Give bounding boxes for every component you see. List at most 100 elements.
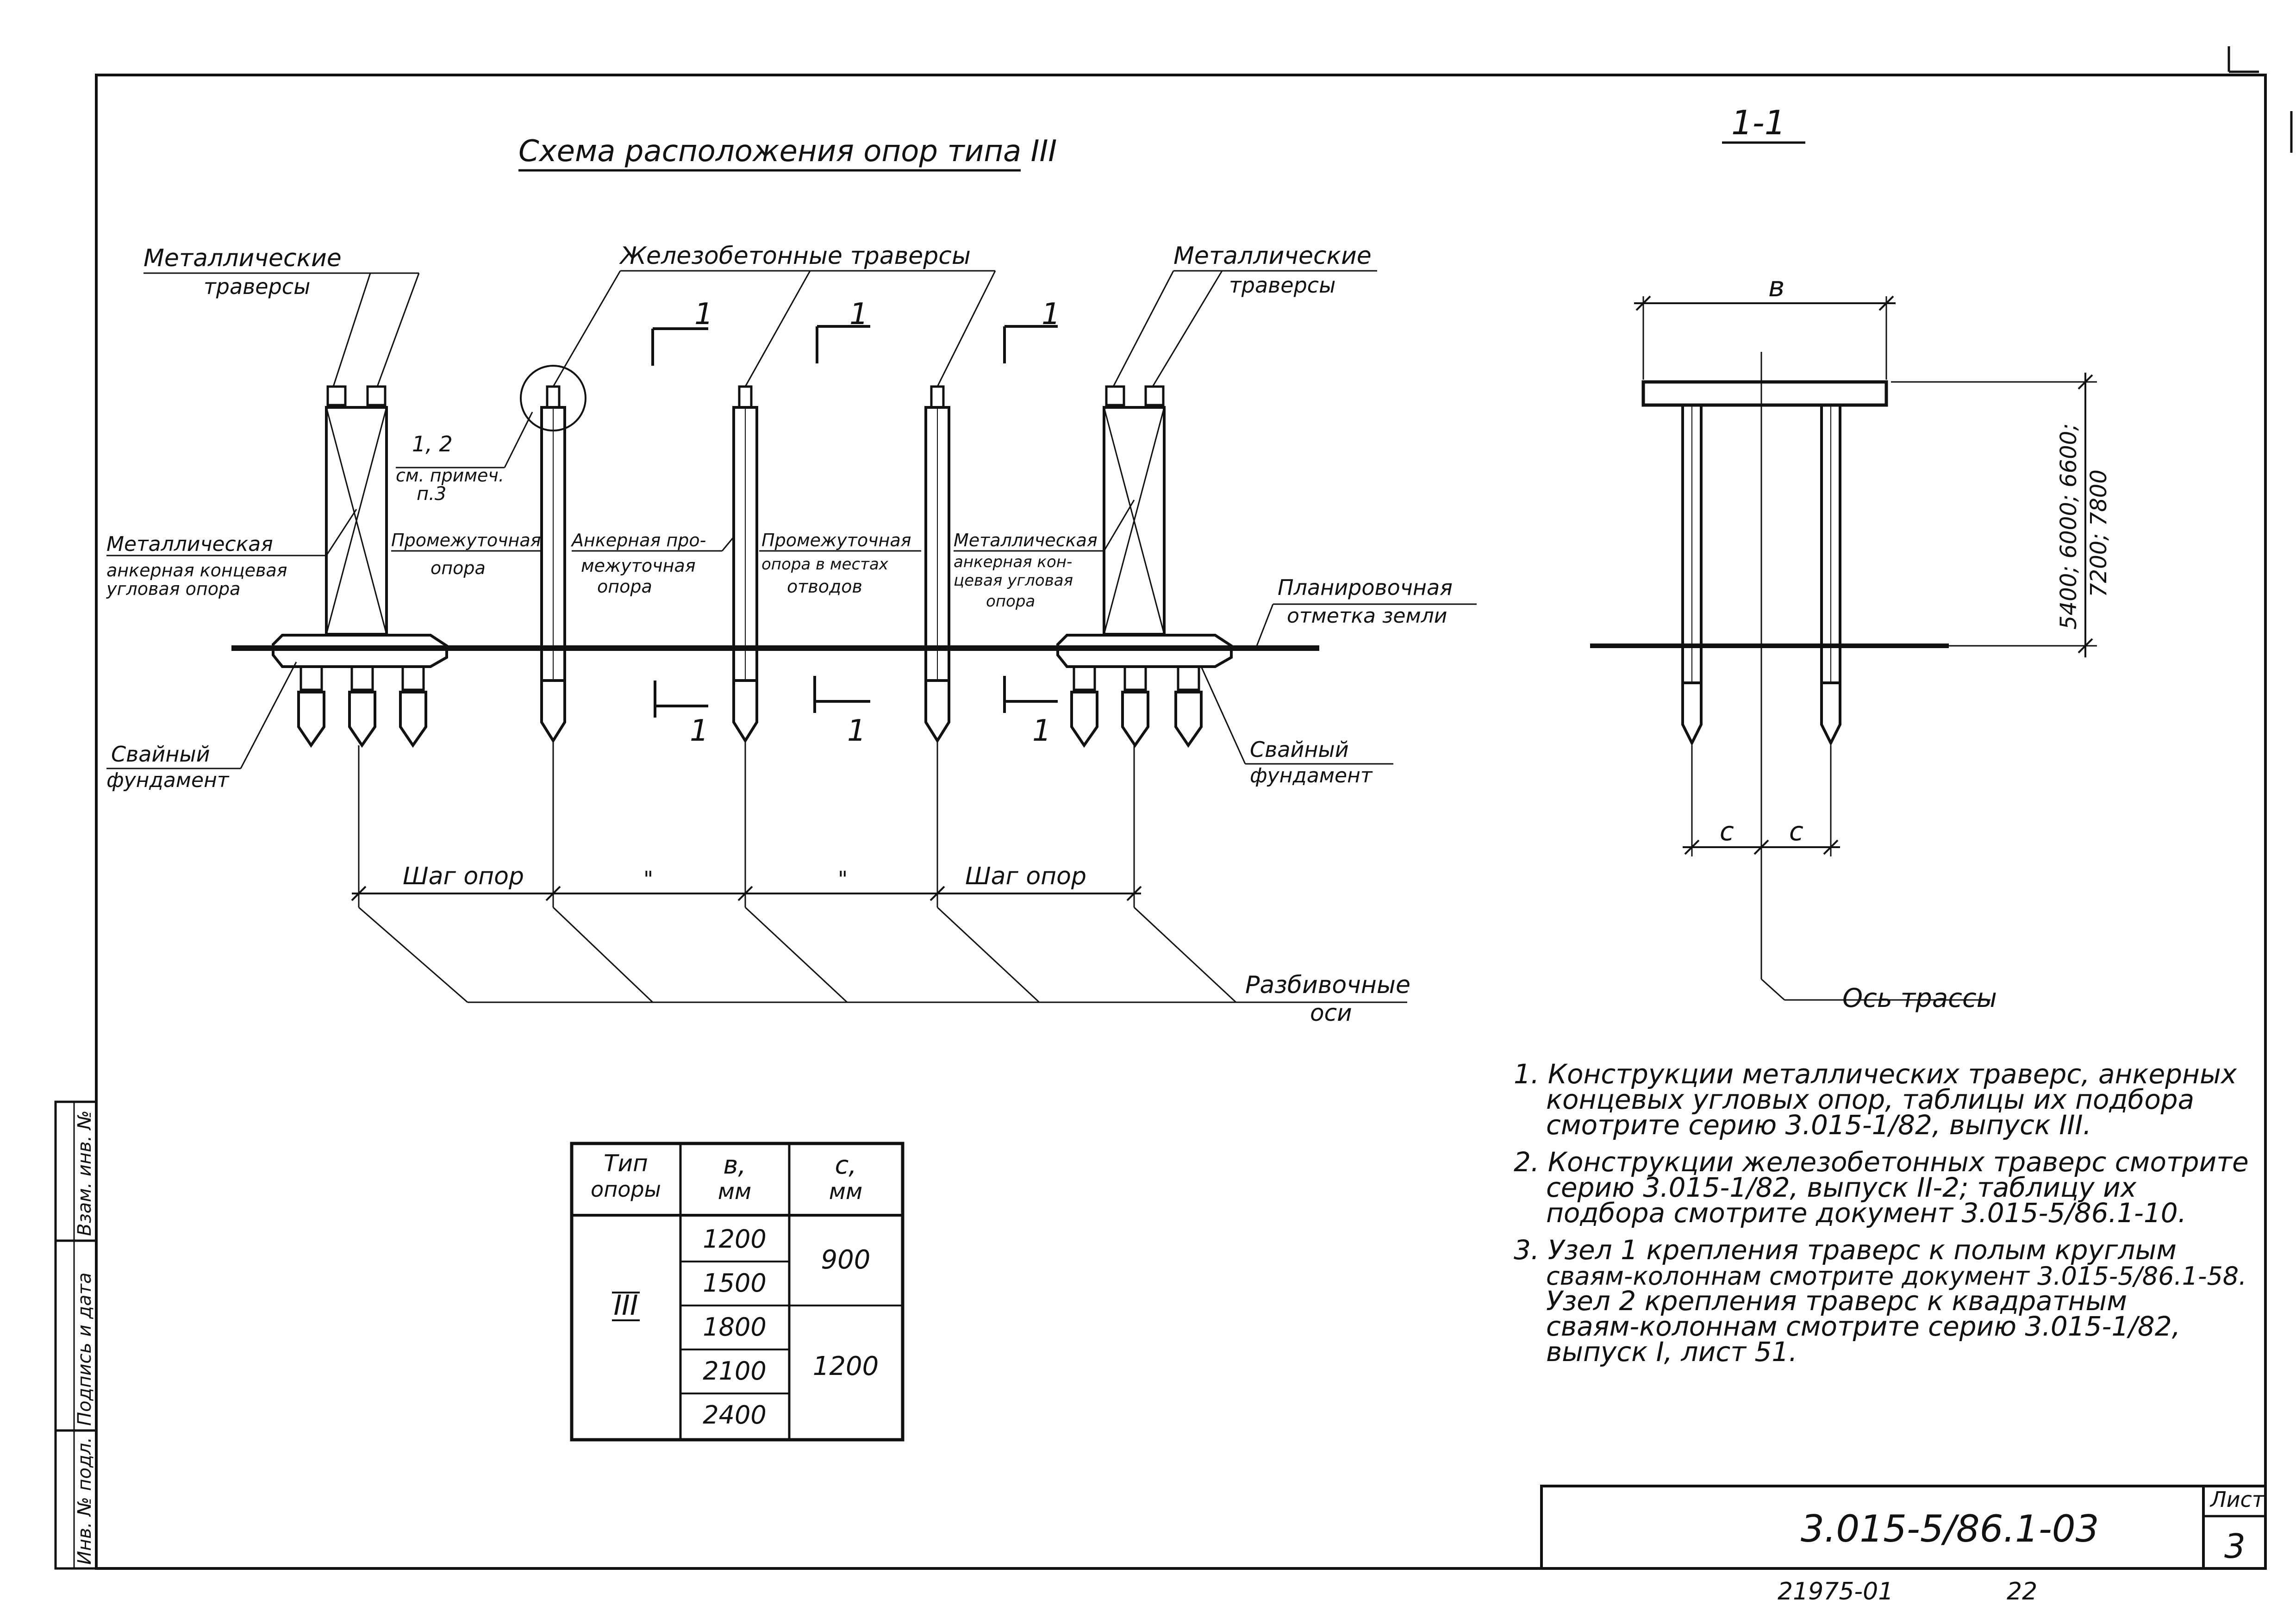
table-cell-b: 2400 (703, 1400, 766, 1430)
label-node-ref: см. примеч. (396, 465, 504, 486)
pile-group-left (297, 665, 427, 748)
label-support-1: анкерная концевая (106, 560, 287, 581)
archive-number: 21975-01 (1778, 1578, 1893, 1605)
metal-anchor-support-left (272, 385, 448, 748)
node-circle (520, 365, 586, 431)
cut-mark-label: 1 (694, 297, 713, 331)
table-header-c: с, (835, 1150, 857, 1180)
label-support-2: опора (430, 558, 486, 578)
notes: 1. Конструкции металлических траверс, ан… (1514, 1058, 2249, 1368)
section-dim-height: 7200; 7800 (2086, 469, 2112, 597)
rc-support-3 (924, 385, 950, 743)
table-header-type: Тип (604, 1150, 648, 1177)
section-dim-c: с (1789, 817, 1803, 847)
label-metal-travers-left: Металлические (144, 244, 342, 272)
label-axes: оси (1310, 999, 1352, 1026)
table-cell-b: 1800 (703, 1312, 766, 1342)
table-header-b: в, (724, 1150, 746, 1180)
label-support-5: цевая угловая (954, 571, 1073, 590)
pile-group-right (1070, 665, 1203, 748)
note-line: сваям-колоннам смотрите документ 3.015-5… (1546, 1262, 2246, 1291)
section-title: 1-1 (1731, 103, 1786, 142)
sheet-label: Лист (2209, 1487, 2265, 1512)
main-title: Схема расположения опор типа III (518, 134, 1057, 169)
cut-mark-label: 1 (1042, 297, 1061, 331)
note-line: 1. Конструкции металлических траверс, ан… (1514, 1058, 2237, 1090)
label-support-1: угловая опора (106, 579, 240, 599)
label-node-ref: п.3 (417, 483, 446, 505)
stamp-inv-original: Инв. № подл. (74, 1437, 95, 1565)
label-pile-left: Свайный (111, 742, 210, 767)
selection-table: Тип опоры в, мм с, мм III 1200 1500 1800… (570, 1142, 905, 1442)
stamp-replaced-inv: Взам. инв. № (74, 1110, 95, 1236)
section-dim-c: с (1720, 817, 1734, 847)
label-support-5: Металлическая (954, 530, 1098, 550)
rc-support-1 (520, 365, 586, 743)
label-pile-right: Свайный (1250, 737, 1349, 762)
section-1-1: 1-1 в 5400; 6000; 6600; 7200; 7800 с (1590, 103, 2112, 1013)
label-support-4: отводов (787, 576, 862, 597)
label-pile-left: фундамент (106, 768, 230, 792)
table-header-type: опоры (591, 1177, 661, 1202)
label-metal-travers-left: траверсы (204, 274, 310, 299)
label-step: Шаг опор (965, 862, 1086, 890)
section-dim-b: в (1768, 271, 1784, 303)
label-support-4: Промежуточная (761, 530, 911, 550)
label-ground: Планировочная (1278, 575, 1453, 600)
label-pile-right: фундамент (1250, 764, 1373, 787)
cut-mark-label: 1 (1032, 714, 1051, 748)
note-line: Узел 2 крепления траверс к квадратным (1546, 1285, 2127, 1317)
label-metal-travers-right: траверсы (1229, 273, 1335, 298)
label-step: " (643, 867, 653, 892)
doc-code: 3.015-5/86.1-03 (1801, 1507, 2099, 1550)
label-step: " (838, 867, 848, 892)
note-line: выпуск I, лист 51. (1546, 1336, 1797, 1368)
table-header-b: мм (718, 1179, 751, 1205)
label-metal-travers-right: Металлические (1173, 242, 1372, 270)
table-cell-type: III (613, 1289, 638, 1322)
note-line: сваям-колоннам смотрите серию 3.015-1/82… (1546, 1311, 2180, 1342)
label-ground: отметка земли (1287, 604, 1447, 628)
label-support-5: опора (986, 592, 1035, 611)
table-cell-c: 1200 (813, 1351, 879, 1381)
label-support-3: межуточная (581, 556, 696, 576)
label-axes: Разбивочные (1245, 971, 1410, 999)
label-support-1: Металлическая (106, 532, 273, 556)
section-dim-height: 5400; 6000; 6600; (2056, 424, 2082, 630)
table-cell-b: 1500 (703, 1268, 766, 1298)
note-line: 3. Узел 1 крепления траверс к полым круг… (1514, 1234, 2177, 1266)
metal-anchor-support-right (1056, 385, 1233, 748)
section-marks (651, 325, 1058, 718)
table-cell-b: 2100 (703, 1356, 766, 1386)
page-number: 22 (2007, 1578, 2037, 1605)
label-node-ref: 1, 2 (412, 431, 453, 456)
title-block: 3.015-5/86.1-03 Лист 3 (1540, 1485, 2267, 1570)
cut-mark-label: 1 (690, 714, 709, 748)
label-support-3: Анкерная про- (570, 530, 706, 550)
stamp-signature-date: Подпись и дата (74, 1273, 95, 1426)
section-traverse (1641, 380, 1888, 407)
table-header-c: мм (829, 1179, 862, 1205)
note-line: серию 3.015-1/82, выпуск II-2; таблицу и… (1546, 1172, 2137, 1203)
leader-lines (106, 270, 1477, 769)
pitch-dimension (351, 741, 1407, 1003)
note-line: подбора смотрите документ 3.015-5/86.1-1… (1546, 1197, 2186, 1229)
note-line: смотрите серию 3.015-1/82, выпуск III. (1546, 1109, 2091, 1141)
label-support-3: опора (597, 576, 652, 597)
rc-support-2 (732, 385, 758, 743)
cut-mark-label: 1 (847, 714, 866, 748)
cut-mark-label: 1 (849, 297, 868, 331)
side-stamp: Инв. № подл. Подпись и дата Взам. инв. № (54, 1100, 98, 1570)
label-support-5: анкерная кон- (954, 553, 1072, 571)
label-support-4: опора в местах (761, 555, 889, 574)
sheet-frame (95, 74, 2267, 1570)
label-rc-travers: Железобетонные траверсы (619, 242, 971, 270)
note-line: 2. Конструкции железобетонных траверс см… (1514, 1146, 2249, 1178)
table-cell-c: 900 (821, 1245, 871, 1275)
section-axis-label: Ось трассы (1842, 983, 1997, 1013)
table-cell-b: 1200 (703, 1224, 766, 1254)
label-step: Шаг опор (403, 862, 524, 890)
note-line: концевых угловых опор, таблицы их подбор… (1546, 1084, 2194, 1115)
support-scheme: 1 1 1 1 1 1 (106, 270, 1477, 1003)
